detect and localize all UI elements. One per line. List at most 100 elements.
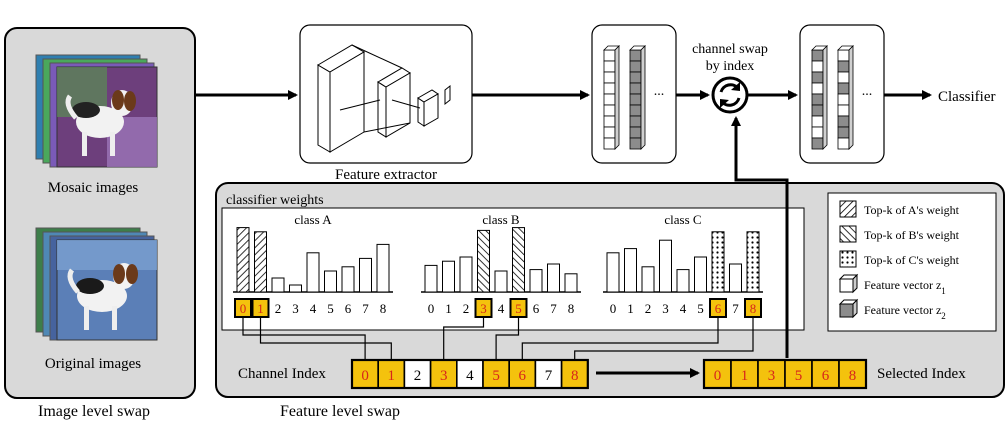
weight-bar [676, 269, 690, 293]
swapped-vector-b [837, 45, 854, 150]
classifier-label: Classifier [938, 89, 996, 105]
feature-vector-z2-cell [629, 93, 642, 106]
tick-label: 0 [428, 301, 435, 316]
channel-cell-label: 0 [361, 368, 369, 384]
connector-line [495, 317, 520, 360]
cnn-icon [317, 44, 451, 153]
channel-cell-label: 5 [492, 368, 500, 384]
swapped-vector-a-cell [811, 60, 824, 73]
legend-item: Top-k of C's weight [839, 250, 960, 268]
feature-vector-z2-cell [629, 49, 642, 62]
weight-bar [694, 256, 707, 293]
channel-cell-label: 7 [545, 368, 553, 384]
feature-vector-z1-cell [603, 60, 616, 73]
topk-weight-bar [512, 227, 525, 293]
selected-index-label: Selected Index [877, 366, 966, 382]
tick-label: 3 [662, 301, 669, 316]
swapped-vector-a-cell [811, 93, 824, 106]
tick-label: 8 [750, 301, 757, 316]
swapped-vector-b-cell [837, 71, 850, 84]
channel-swap-label-line2: by index [706, 59, 755, 74]
topk-weight-bar [236, 227, 250, 293]
feature-vector-z1-cell [603, 137, 616, 150]
legend-label: Top-k of A's weight [864, 203, 960, 217]
swapped-vector-b-cell [837, 93, 850, 106]
legend-label: Feature vector z1 [864, 278, 946, 296]
swapped-vector-a [811, 45, 828, 150]
topk-weight-bar [746, 231, 760, 293]
swapped-vector-a-side [822, 45, 828, 150]
tick-label: 7 [550, 301, 557, 316]
swapped-vector-a-cell [811, 104, 824, 117]
weight-bar [547, 263, 560, 293]
weight-bar [606, 252, 620, 293]
swapped-vector-b-side [848, 45, 854, 150]
swapped-vector-a-cell [811, 49, 824, 62]
weight-bar [529, 269, 543, 293]
swapped-vector-b-cell [837, 115, 850, 128]
feature-vector-z1 [603, 45, 620, 150]
selected-cell-label: 1 [741, 368, 749, 384]
class-title: class B [482, 212, 520, 227]
swapped-vector-b-cell [837, 104, 850, 117]
weight-bar [376, 243, 390, 293]
tick-label: 3 [480, 301, 487, 316]
selected-cell-label: 3 [768, 368, 776, 384]
tick-label: 2 [275, 301, 282, 316]
connector-line [443, 317, 485, 360]
legend-cube-front [839, 278, 854, 293]
channel-index-label: Channel Index [238, 366, 326, 382]
feature-vector-z2-cell [629, 126, 642, 139]
swapped-vector-a-cell [811, 115, 824, 128]
connector-line [574, 317, 754, 360]
tick-label: 6 [533, 301, 540, 316]
mosaic-image-stack [35, 54, 158, 168]
legend-item: Feature vector z2 [838, 298, 946, 321]
channel-cell [403, 359, 432, 389]
swapped-vector-a-cell [811, 71, 824, 84]
tick-label: 0 [240, 301, 247, 316]
swap-icon [711, 76, 749, 114]
weight-bar [424, 264, 438, 293]
feature-columns-swapped [811, 45, 854, 150]
tick-label: 2 [645, 301, 652, 316]
tick-label: 8 [380, 301, 387, 316]
feature-columns-original [603, 45, 646, 150]
feature-vector-z2 [629, 45, 646, 150]
original-images-label: Original images [45, 356, 141, 372]
swapped-vector-a-cell [811, 126, 824, 139]
swapped-vector-b-cell [837, 60, 850, 73]
swapped-vector-b-cell [837, 126, 850, 139]
tick-label: 2 [463, 301, 470, 316]
weight-bar [289, 284, 302, 293]
weight-bar [564, 273, 578, 293]
weight-bar [271, 277, 285, 293]
weight-bar [459, 256, 473, 293]
image-level-swap-caption: Image level swap [38, 403, 150, 420]
weight-bar [359, 257, 372, 293]
weight-bar [624, 248, 637, 293]
legend-cube-side [852, 298, 858, 319]
selected-cell-label: 8 [849, 368, 857, 384]
channel-cell-label: 1 [388, 368, 396, 384]
selected-row-border [702, 358, 868, 390]
tick-label: 8 [568, 301, 575, 316]
tick-label: 7 [732, 301, 739, 316]
tick-label: 6 [715, 301, 722, 316]
class-title: class C [664, 212, 701, 227]
tick-label: 1 [627, 301, 634, 316]
selected-cell-label: 0 [714, 368, 722, 384]
channel-cell-label: 6 [519, 368, 527, 384]
weight-bar [641, 266, 655, 293]
tick-label: 5 [697, 301, 704, 316]
feature-extractor-label: Feature extractor [335, 167, 437, 183]
tick-label: 5 [515, 301, 522, 316]
swapped-vector-b-cell [837, 137, 850, 150]
